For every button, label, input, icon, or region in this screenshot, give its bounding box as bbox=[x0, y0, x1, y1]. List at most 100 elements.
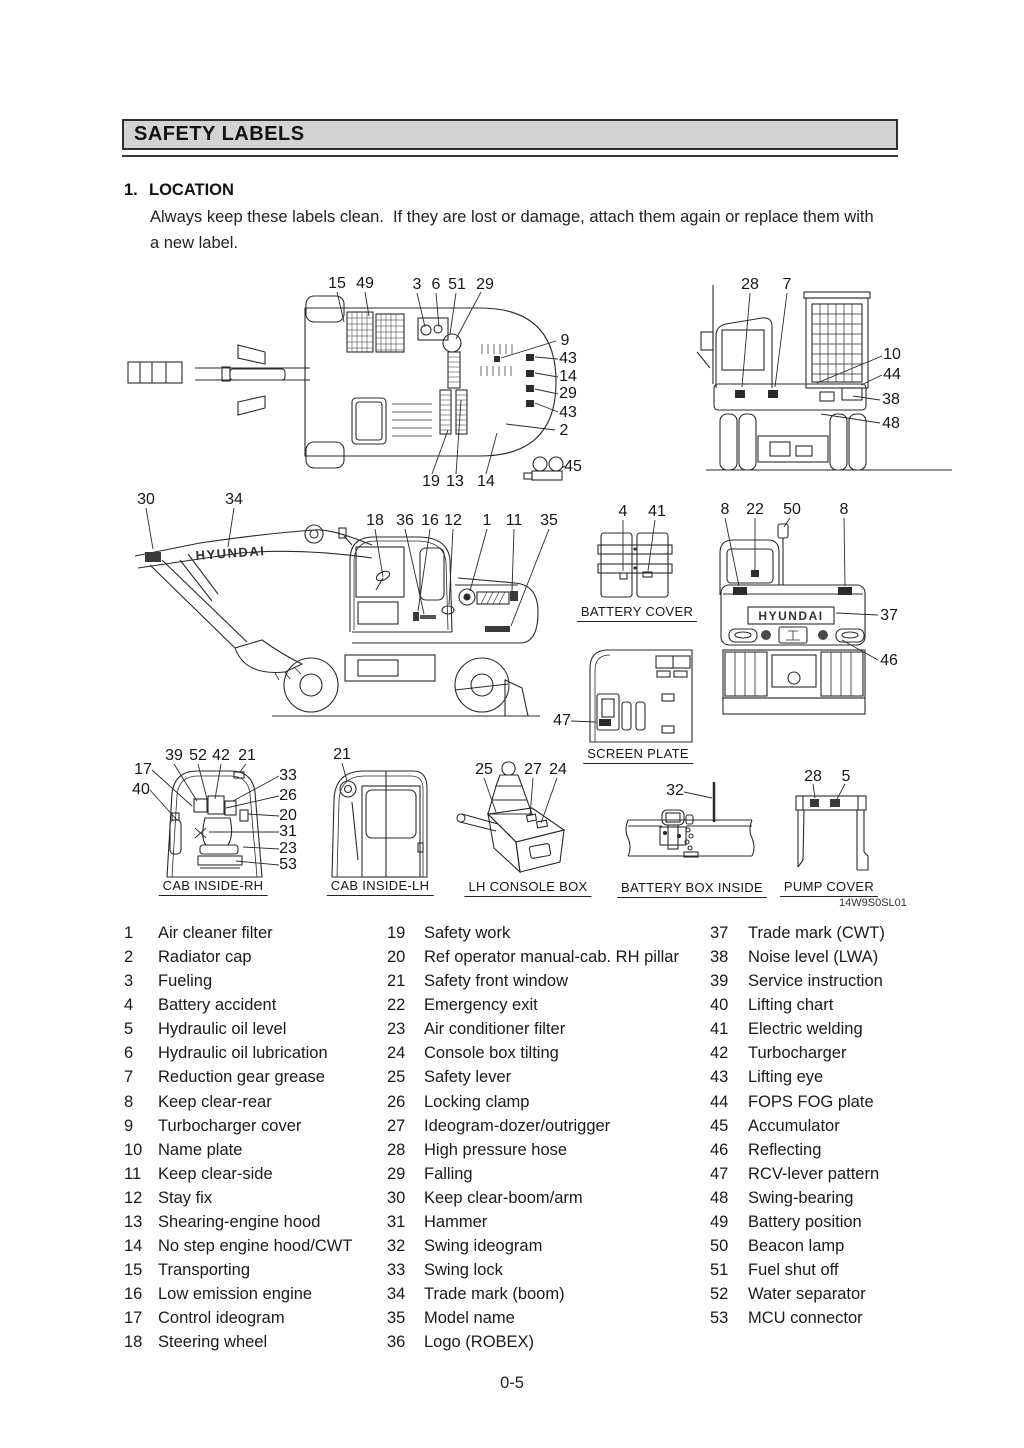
label-text: Fueling bbox=[158, 972, 213, 991]
callout-number: 19 bbox=[422, 473, 440, 490]
label-text: Control ideogram bbox=[158, 1309, 285, 1328]
label-text: High pressure hose bbox=[424, 1140, 568, 1159]
label-number: 2 bbox=[124, 948, 134, 967]
top-view-diagram bbox=[127, 295, 564, 481]
callout-number: 1 bbox=[482, 512, 492, 529]
label-number: 29 bbox=[387, 1164, 406, 1183]
label-text: Stay fix bbox=[158, 1188, 213, 1207]
cab-inside-rh-caption: CAB INSIDE-RH bbox=[158, 878, 268, 896]
label-number: 1 bbox=[124, 924, 134, 942]
label-text: Reflecting bbox=[748, 1140, 822, 1159]
callout-number: 18 bbox=[366, 512, 384, 529]
label-number: 47 bbox=[710, 1164, 729, 1183]
label-number: 11 bbox=[124, 1164, 142, 1183]
label-list-item: 11 Keep clear-side bbox=[124, 1162, 352, 1186]
cab-inside-lh-leader-lines bbox=[341, 762, 348, 782]
label-number: 16 bbox=[124, 1285, 143, 1304]
label-number: 31 bbox=[387, 1212, 406, 1231]
label-number: 8 bbox=[124, 1092, 134, 1111]
label-text: FOPS FOG plate bbox=[748, 1092, 874, 1111]
label-list-item: 44 FOPS FOG plate bbox=[710, 1090, 885, 1114]
label-text: Battery position bbox=[748, 1212, 862, 1231]
callout-number: 2 bbox=[559, 422, 569, 439]
callout-number: 48 bbox=[882, 415, 900, 432]
battery-box-inside-caption: BATTERY BOX INSIDE bbox=[617, 880, 767, 898]
side-view-diagram bbox=[134, 524, 540, 717]
callout-number: 49 bbox=[356, 275, 374, 292]
label-text: Noise level (LWA) bbox=[748, 948, 879, 967]
label-text: Hydraulic oil level bbox=[158, 1020, 287, 1039]
callout-number: 33 bbox=[279, 767, 297, 784]
top-view-leader-lines bbox=[336, 291, 566, 475]
label-number: 10 bbox=[124, 1140, 143, 1159]
label-number: 9 bbox=[124, 1116, 134, 1135]
label-number: 5 bbox=[124, 1020, 134, 1039]
front-view-diagram bbox=[696, 285, 952, 471]
pump-cover-caption: PUMP COVER bbox=[779, 879, 879, 897]
label-text: Trade mark (boom) bbox=[424, 1285, 565, 1304]
label-number: 13 bbox=[124, 1212, 143, 1231]
label-text: Keep clear-side bbox=[158, 1164, 273, 1183]
callout-number: 16 bbox=[421, 512, 439, 529]
callout-number: 32 bbox=[666, 782, 684, 799]
battery-cover-diagram bbox=[597, 532, 673, 598]
callout-number: 8 bbox=[839, 501, 849, 518]
label-text: Steering wheel bbox=[158, 1333, 268, 1352]
label-number: 27 bbox=[387, 1116, 406, 1135]
drawing-code: 14W9S0SL01 bbox=[839, 897, 907, 909]
label-text: Fuel shut off bbox=[748, 1261, 839, 1280]
rear-view-brand-text: HYUNDAI bbox=[758, 609, 823, 623]
callout-number: 42 bbox=[212, 747, 230, 764]
screen-plate-caption: SCREEN PLATE bbox=[583, 746, 693, 764]
label-number: 39 bbox=[710, 972, 729, 991]
label-text: Locking clamp bbox=[424, 1092, 530, 1111]
cab-inside-rh-leader-lines bbox=[149, 763, 280, 866]
callout-number: 8 bbox=[720, 501, 730, 518]
callout-number: 5 bbox=[841, 768, 851, 785]
label-text: Swing lock bbox=[424, 1261, 503, 1280]
label-text: Transporting bbox=[158, 1261, 251, 1280]
side-view-brand-text: HYUNDAI bbox=[195, 543, 266, 563]
callout-number: 34 bbox=[225, 491, 243, 508]
label-list-item: 26 Locking clamp bbox=[387, 1090, 679, 1114]
label-number: 44 bbox=[710, 1092, 729, 1111]
callout-number: 43 bbox=[559, 350, 577, 367]
pump-cover-diagram bbox=[795, 795, 869, 871]
label-text: Beacon lamp bbox=[748, 1237, 845, 1256]
label-number: 45 bbox=[710, 1116, 729, 1135]
label-text: Trade mark (CWT) bbox=[748, 924, 885, 942]
lh-console-box-caption: LH CONSOLE BOX bbox=[464, 879, 592, 897]
label-number: 26 bbox=[387, 1092, 406, 1111]
pump-cover-leader-lines bbox=[812, 783, 846, 800]
callout-number: 31 bbox=[279, 823, 297, 840]
callout-number: 26 bbox=[279, 787, 297, 804]
section-title: LOCATION bbox=[149, 181, 234, 199]
label-number: 25 bbox=[387, 1068, 406, 1087]
callout-number: 6 bbox=[431, 276, 441, 293]
callout-number: 28 bbox=[804, 768, 822, 785]
label-text: Shearing-engine hood bbox=[158, 1212, 321, 1231]
callout-number: 21 bbox=[238, 747, 256, 764]
label-text: Keep clear-boom/arm bbox=[424, 1188, 583, 1207]
page-title: SAFETY LABELS bbox=[134, 123, 305, 145]
label-number: 52 bbox=[710, 1285, 729, 1304]
